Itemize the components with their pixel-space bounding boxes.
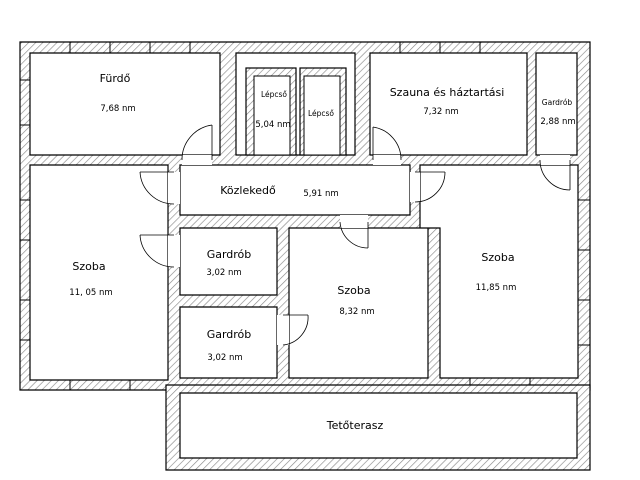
room-area-szauna: 7,32 nm [423,107,458,117]
room-name-szauna: Szauna és háztartási [390,86,505,99]
room-area-gardrob-small: 2,88 nm [540,117,575,127]
door-szoba-left [139,171,180,205]
room-area-kozlekedo: 5,91 nm [303,189,338,199]
room-area-gardrob-upper: 3,02 nm [206,268,241,278]
room-area-szoba-middle: 8,32 nm [339,307,374,317]
room-name-furdo: Fürdő [100,72,131,85]
stair-right [303,75,341,156]
room-area-szoba-right: 11,85 nm [476,283,517,293]
room-name-stair-left: Lépcső [261,90,287,99]
walls [19,41,591,471]
room-name-gardrob-lower: Gardrób [207,328,252,341]
door-szoba-middle [339,215,369,249]
doors [139,124,571,346]
room-name-szoba-left: Szoba [72,260,105,273]
door-gardrob-upper [139,234,180,268]
room-name-kozlekedo: Közlekedő [220,184,276,197]
room-area-gardrob-lower: 3,02 nm [207,353,242,363]
room-area-furdo: 7,68 nm [100,104,135,114]
room-name-szoba-middle: Szoba [337,284,370,297]
door-gardrob-small [539,155,571,191]
door-szauna [372,126,402,165]
door-gardrob-lower [277,314,309,346]
door-szoba-right [410,171,446,203]
room-name-szoba-right: Szoba [481,251,514,264]
room-name-stair-right: Lépcső [308,109,334,118]
room-area-stair-left: 5,04 nm [255,120,290,130]
door-furdo [181,124,213,165]
room-area-szoba-left: 11, 05 nm [69,288,112,298]
windows [20,42,590,390]
terrace-wall [165,384,591,471]
stair-left [253,75,291,156]
room-name-gardrob-upper: Gardrób [207,248,252,261]
room-name-teto: Tetőterasz [326,419,384,432]
room-name-gardrob-small: Gardrób [542,98,573,107]
room-labels: Fürdő 7,68 nm Lépcső 5,04 nm Lépcső Szau… [69,72,575,432]
